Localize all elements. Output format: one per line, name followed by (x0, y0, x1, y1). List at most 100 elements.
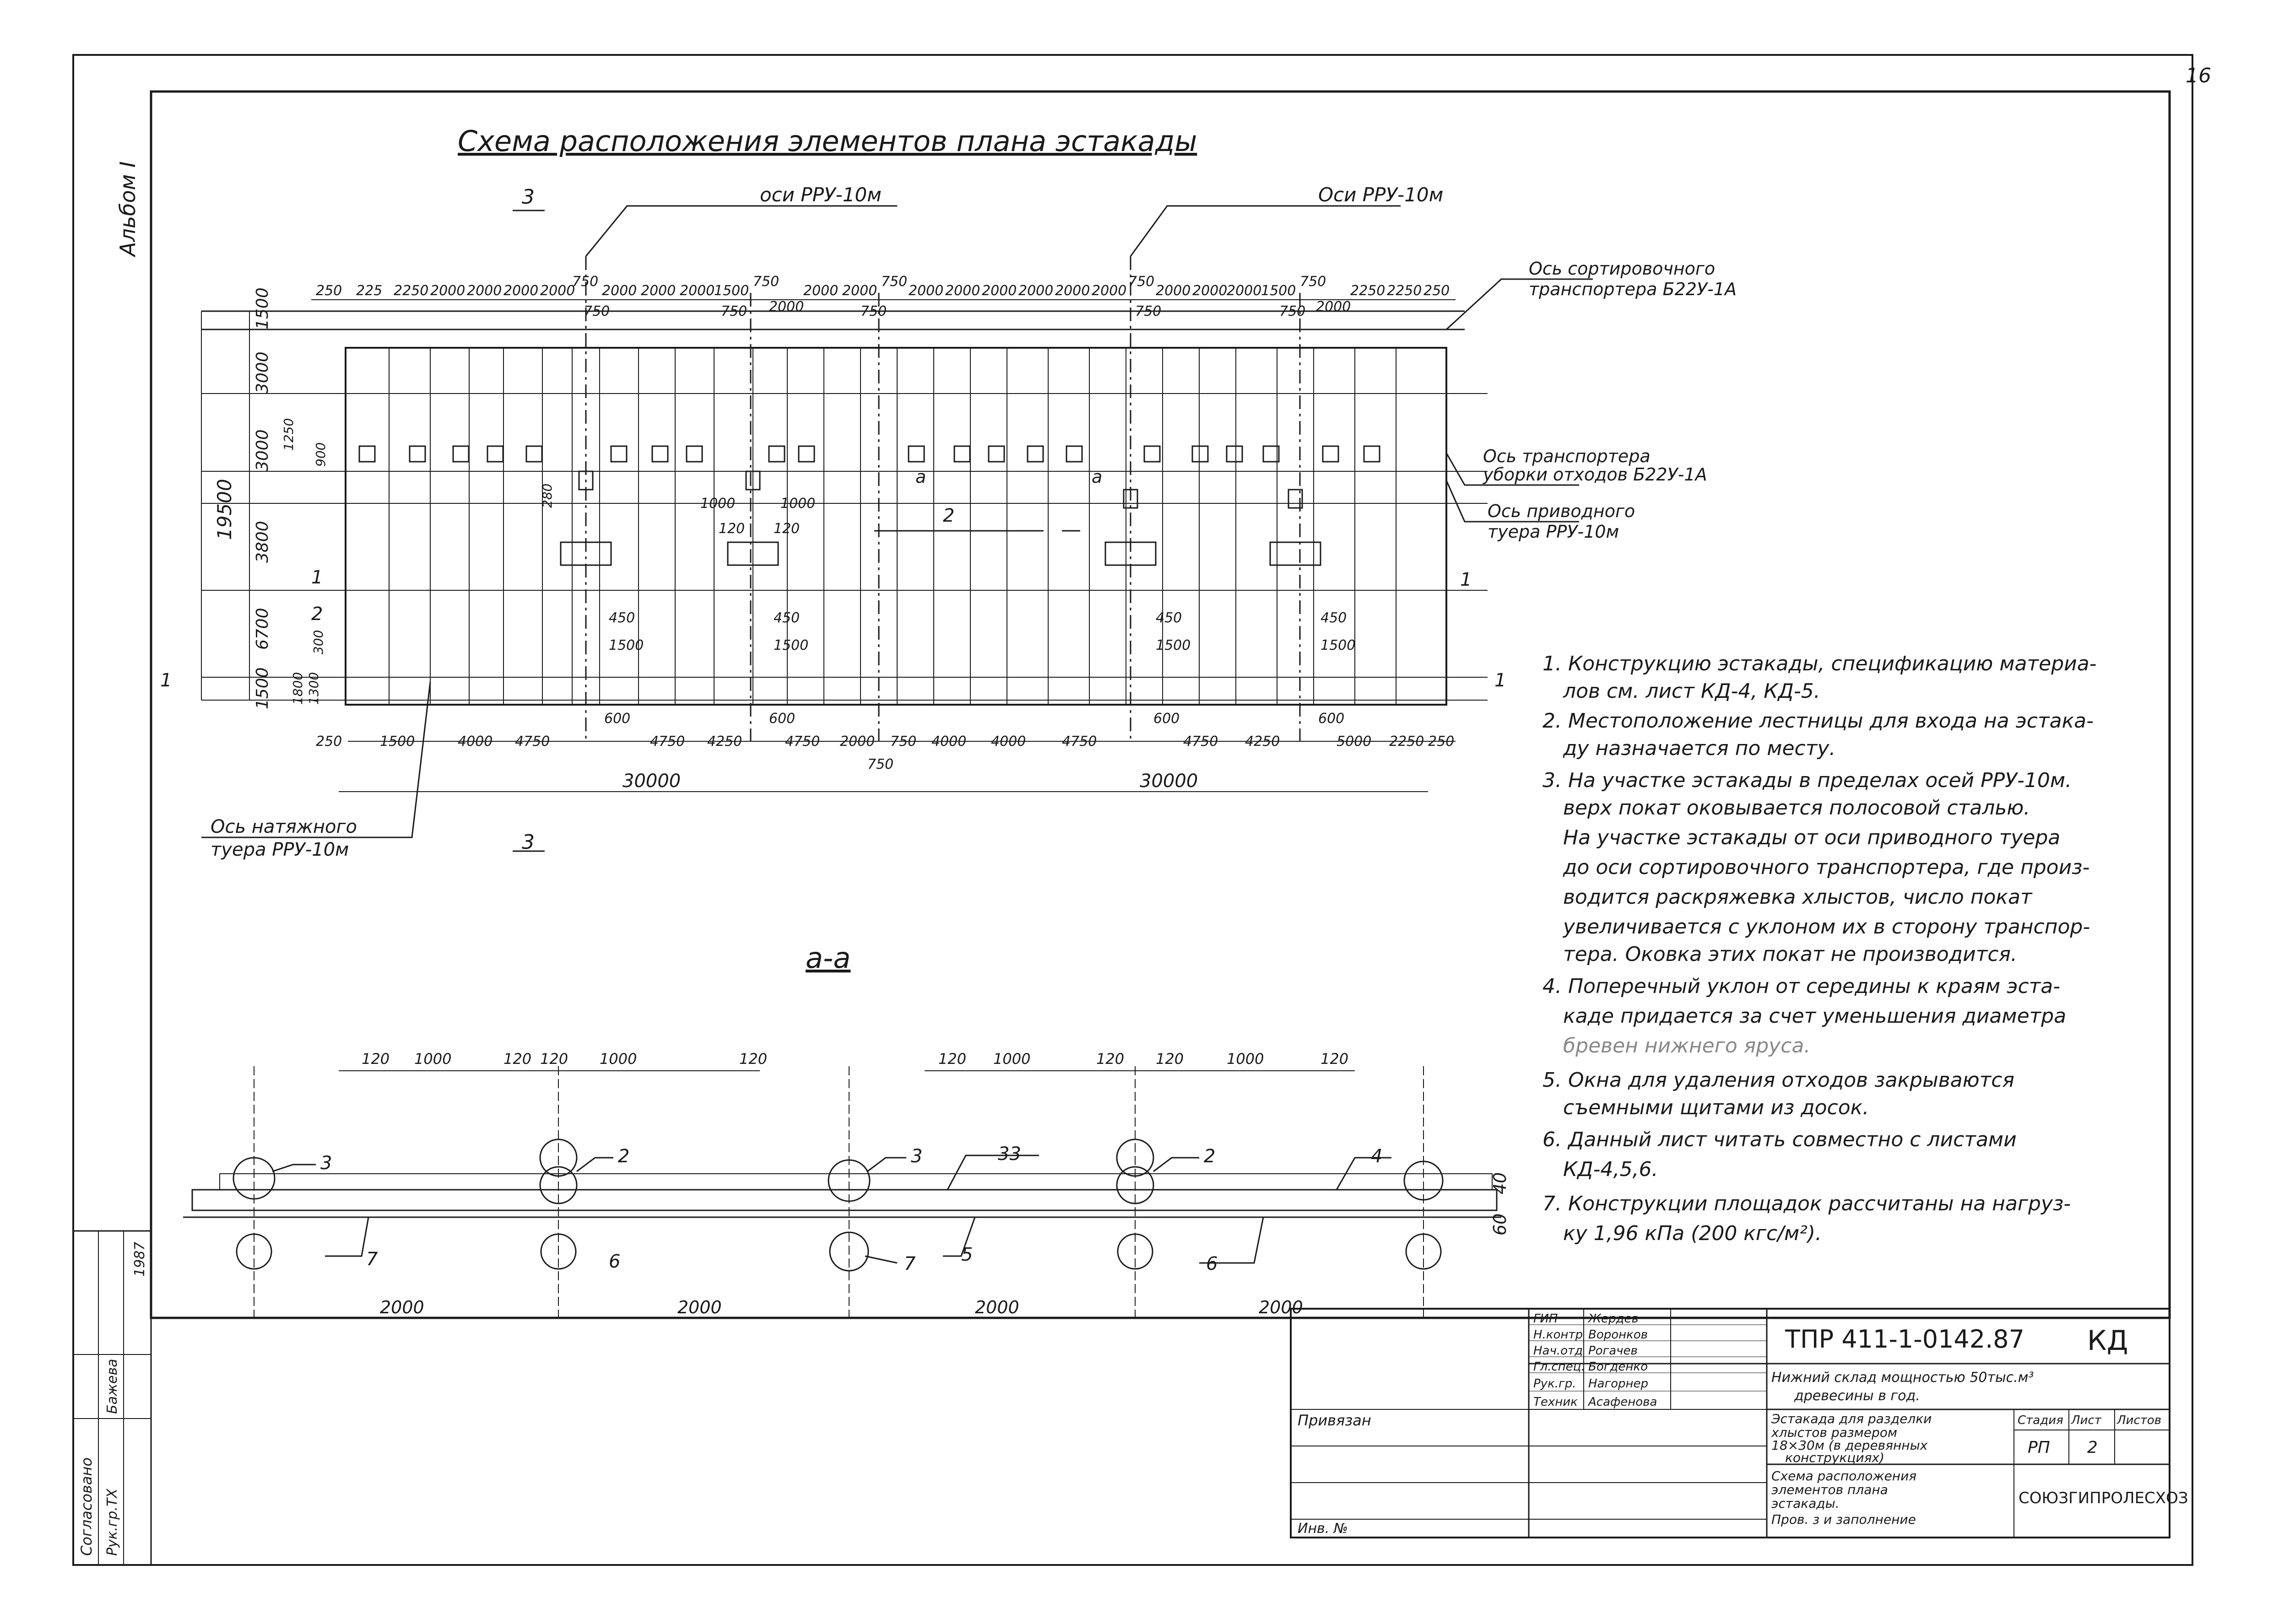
tb-name-3: Рогачев (1588, 1344, 1638, 1358)
note-line-15: 5. Окна для удаления отходов закрываются (1543, 1068, 2014, 1092)
album-label: Альбом I (115, 162, 140, 258)
callout-2-left: 2 (618, 1146, 629, 1167)
left-small-1250: 1250 (281, 418, 296, 451)
inner-dim-600-c: 600 (1153, 711, 1180, 727)
top-dim-7: 2000 (540, 283, 575, 299)
bottom-dim-7: 4750 (785, 734, 820, 750)
top-dim-19: 2000 (982, 283, 1017, 299)
note-line-10: увеличивается с уклоном их в сторону тра… (1562, 915, 2090, 939)
section-view: а-а 120 1000 120 120 1000 120 120 1000 1… (183, 941, 1510, 1318)
bottom-dim-9: 750 (890, 734, 916, 750)
sort-conveyor-label-1: Ось сортировочного (1529, 259, 1715, 279)
stamp-name: Бажева (104, 1359, 120, 1414)
tb-sheet-title-3: эстакады. (1771, 1496, 1840, 1511)
tb-name-1: Жердев (1587, 1312, 1639, 1326)
tb-org: СОЮЗГИПРОЛЕСХОЗ (2019, 1489, 2188, 1507)
top-dim-2: 225 (356, 283, 382, 299)
inner-dim-1500-a: 1500 (609, 637, 644, 653)
marker-a-left: а (915, 467, 926, 487)
sec-bottom-dim-1: 2000 (380, 1297, 424, 1317)
top-dim-21: 2000 (1055, 283, 1090, 299)
top-sub-dim-7: 2000 (1316, 299, 1351, 315)
note-line-9: водится раскряжевка хлыстов, число покат (1563, 885, 2033, 909)
top-dim-11: 2000 (680, 283, 714, 299)
tb-privyazan: Привязан (1298, 1412, 1371, 1429)
top-dim-26: 2000 (1227, 283, 1261, 299)
stamp-agreed: Согласовано (78, 1457, 95, 1556)
top-dim-29: 2250 (1350, 283, 1385, 299)
note-line-14: бревен нижнего яруса. (1563, 1034, 1810, 1057)
tension-tower-label-1: Ось натяжного (211, 816, 357, 837)
plan-title: Схема расположения элементов плана эстак… (458, 124, 1197, 158)
left-dim-3000-a: 3000 (253, 351, 272, 394)
top-dim-14: 2000 (803, 283, 838, 299)
inner-dim-1500-d: 1500 (1321, 637, 1355, 653)
tb-mark: КД (2087, 1325, 2128, 1357)
tb-role-4: Гл.спец. (1533, 1360, 1585, 1374)
note-line-5: 3. На участке эстакады в пределах осей Р… (1543, 769, 2072, 792)
tb-role-3: Нач.отд (1533, 1344, 1583, 1358)
top-dim-13: 750 (753, 274, 779, 290)
note-line-19: 7. Конструкции площадок рассчитаны на на… (1543, 1192, 2071, 1215)
bottom-dim-6: 4250 (707, 734, 742, 750)
top-dim-6: 2000 (503, 283, 538, 299)
tb-name-2: Воронков (1588, 1328, 1648, 1342)
left-dim-3000-b: 3000 (253, 429, 272, 471)
callout-7-left: 7 (366, 1249, 378, 1270)
stamp-head: Рук.гр.ТХ (104, 1488, 120, 1556)
left-small-280: 280 (540, 484, 555, 508)
left-dim-3800: 3800 (253, 521, 272, 563)
top-sub-dim-2: 750 (721, 303, 747, 319)
callout-3-left: 3 (320, 1153, 332, 1174)
callout-3-mid: 3 (911, 1146, 922, 1167)
title-block: ГИП Жердев Н.контр Воронков Нач.отд Рога… (1290, 1308, 2188, 1538)
bottom-dim-8: 2000 (840, 734, 875, 750)
note-line-2: лов см. лист КД-4, КД-5. (1563, 680, 1820, 703)
note-line-17: 6. Данный лист читать совместно с листам… (1543, 1128, 2017, 1151)
inner-dim-600-b: 600 (769, 711, 795, 727)
inner-dim-1500-b: 1500 (774, 637, 808, 653)
top-dim-28: 750 (1300, 274, 1326, 290)
sec-right-dim-40: 40 (1490, 1172, 1510, 1194)
inner-dim-600-a: 600 (604, 711, 630, 727)
tb-sheets-label: Листов (2116, 1414, 2161, 1427)
top-dim-15: 2000 (842, 283, 877, 299)
sort-conveyor-label-2: транспортера Б22У-1А (1529, 279, 1737, 299)
callout-33: 33 (998, 1144, 1021, 1165)
tb-sheet-title-2: элементов плана (1771, 1482, 1888, 1497)
callout-6-left: 6 (609, 1251, 620, 1272)
waste-conveyor-label-1: Ось транспортера (1483, 446, 1651, 466)
sec-right-dim-60: 60 (1490, 1214, 1510, 1236)
top-dim-18: 2000 (945, 283, 980, 299)
note-line-6: верх покат оковывается полосовой сталью. (1563, 796, 2030, 820)
tb-role-2: Н.контр (1533, 1328, 1583, 1342)
marker-2-left: 2 (311, 604, 323, 625)
inner-dim-120-b: 120 (774, 521, 800, 537)
top-dim-10: 2000 (641, 283, 676, 299)
tb-code: ТПР 411-1-0142.87 (1785, 1325, 2024, 1354)
section-arrow-right: 1 (1494, 670, 1506, 691)
sec-top-dim-10: 120 (1156, 1050, 1184, 1068)
drive-tower-label-1: Ось приводного (1488, 501, 1635, 521)
tb-name-6: Асафенова (1587, 1395, 1657, 1409)
top-dim-25: 2000 (1192, 283, 1227, 299)
top-dim-22: 2000 (1092, 283, 1126, 299)
note-line-13: каде придается за счет уменьшения диамет… (1563, 1004, 2066, 1028)
inner-dim-120-a: 120 (719, 521, 745, 537)
sec-top-dim-4: 120 (540, 1050, 568, 1068)
bottom-dim-4: 4750 (515, 734, 550, 750)
inner-dim-1000-b: 1000 (780, 496, 815, 512)
bottom-dim-5: 4750 (650, 734, 685, 750)
tb-inv: Инв. № (1298, 1521, 1348, 1537)
top-dim-24: 2000 (1156, 283, 1191, 299)
sec-top-dim-7: 120 (938, 1050, 966, 1068)
top-dim-27: 1500 (1261, 283, 1296, 299)
callout-7-mid: 7 (904, 1253, 916, 1274)
top-sub-dim-6: 750 (1279, 303, 1305, 319)
top-dim-31: 250 (1423, 283, 1450, 299)
top-dim-1: 250 (316, 283, 342, 299)
bottom-dim-15: 5000 (1337, 734, 1371, 750)
sec-bottom-dim-4: 2000 (1259, 1297, 1303, 1317)
tb-stage: РП (2028, 1438, 2050, 1457)
